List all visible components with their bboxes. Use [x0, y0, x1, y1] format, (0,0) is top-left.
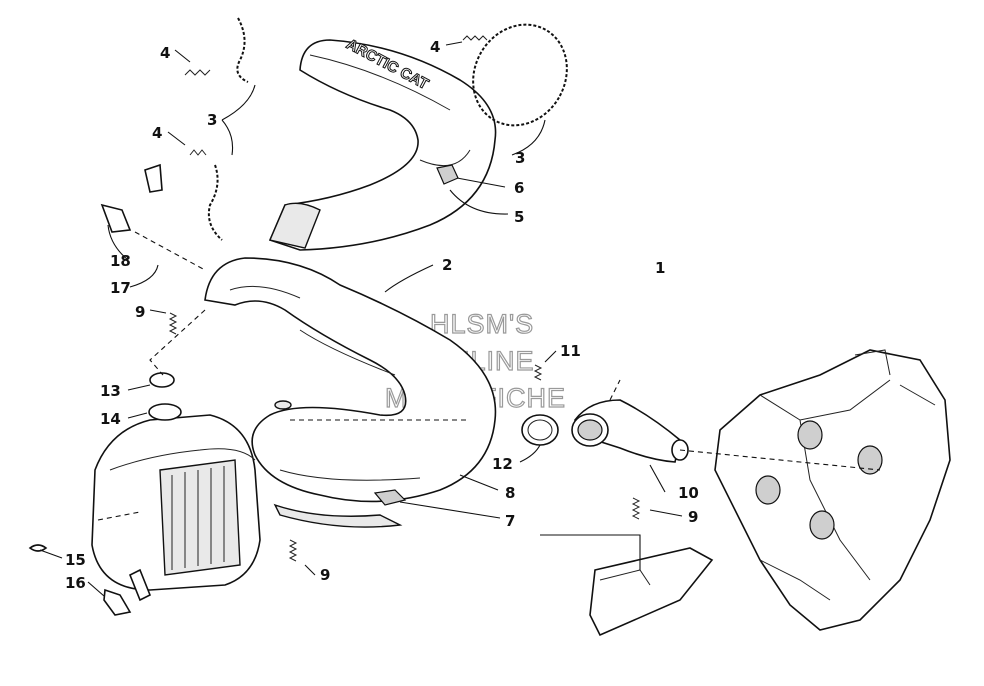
callout-10: 10 — [678, 484, 699, 502]
engine — [714, 349, 951, 631]
callouts: 1 2 3 3 4 4 4 5 6 7 8 9 9 9 10 11 12 13 … — [65, 38, 699, 592]
callout-4a: 4 — [160, 44, 170, 62]
exhaust-pipe — [204, 257, 497, 528]
callout-6: 6 — [514, 179, 524, 197]
callout-18: 18 — [110, 252, 131, 270]
leader-lines — [39, 41, 881, 597]
callout-7: 7 — [505, 512, 515, 530]
callout-4c: 4 — [430, 38, 440, 56]
chains — [207, 17, 568, 241]
callout-3b: 3 — [515, 149, 525, 167]
callout-17: 17 — [110, 279, 131, 297]
callout-12: 12 — [492, 455, 513, 473]
seal-12 — [521, 414, 559, 446]
springs-4 — [184, 35, 488, 156]
callout-5: 5 — [514, 208, 524, 226]
mount-bracket — [589, 547, 714, 637]
callout-13: 13 — [100, 382, 121, 400]
callout-16: 16 — [65, 574, 86, 592]
heat-shield-cover: ARCTIC CAT — [268, 35, 497, 251]
callout-4b: 4 — [152, 124, 162, 142]
exhaust-manifold — [571, 399, 689, 463]
callout-8: 8 — [505, 484, 515, 502]
callout-14: 14 — [100, 410, 121, 428]
callout-3a: 3 — [207, 111, 217, 129]
callout-9c: 9 — [688, 508, 698, 526]
muffler — [91, 372, 261, 602]
callout-1: 1 — [655, 259, 665, 277]
watermark-line-1: HLSM'S — [430, 309, 534, 339]
callout-2: 2 — [442, 256, 452, 274]
callout-15: 15 — [65, 551, 86, 569]
small-parts — [28, 163, 641, 616]
callout-9b: 9 — [320, 566, 330, 584]
callout-11: 11 — [560, 342, 581, 360]
callout-9a: 9 — [135, 303, 145, 321]
